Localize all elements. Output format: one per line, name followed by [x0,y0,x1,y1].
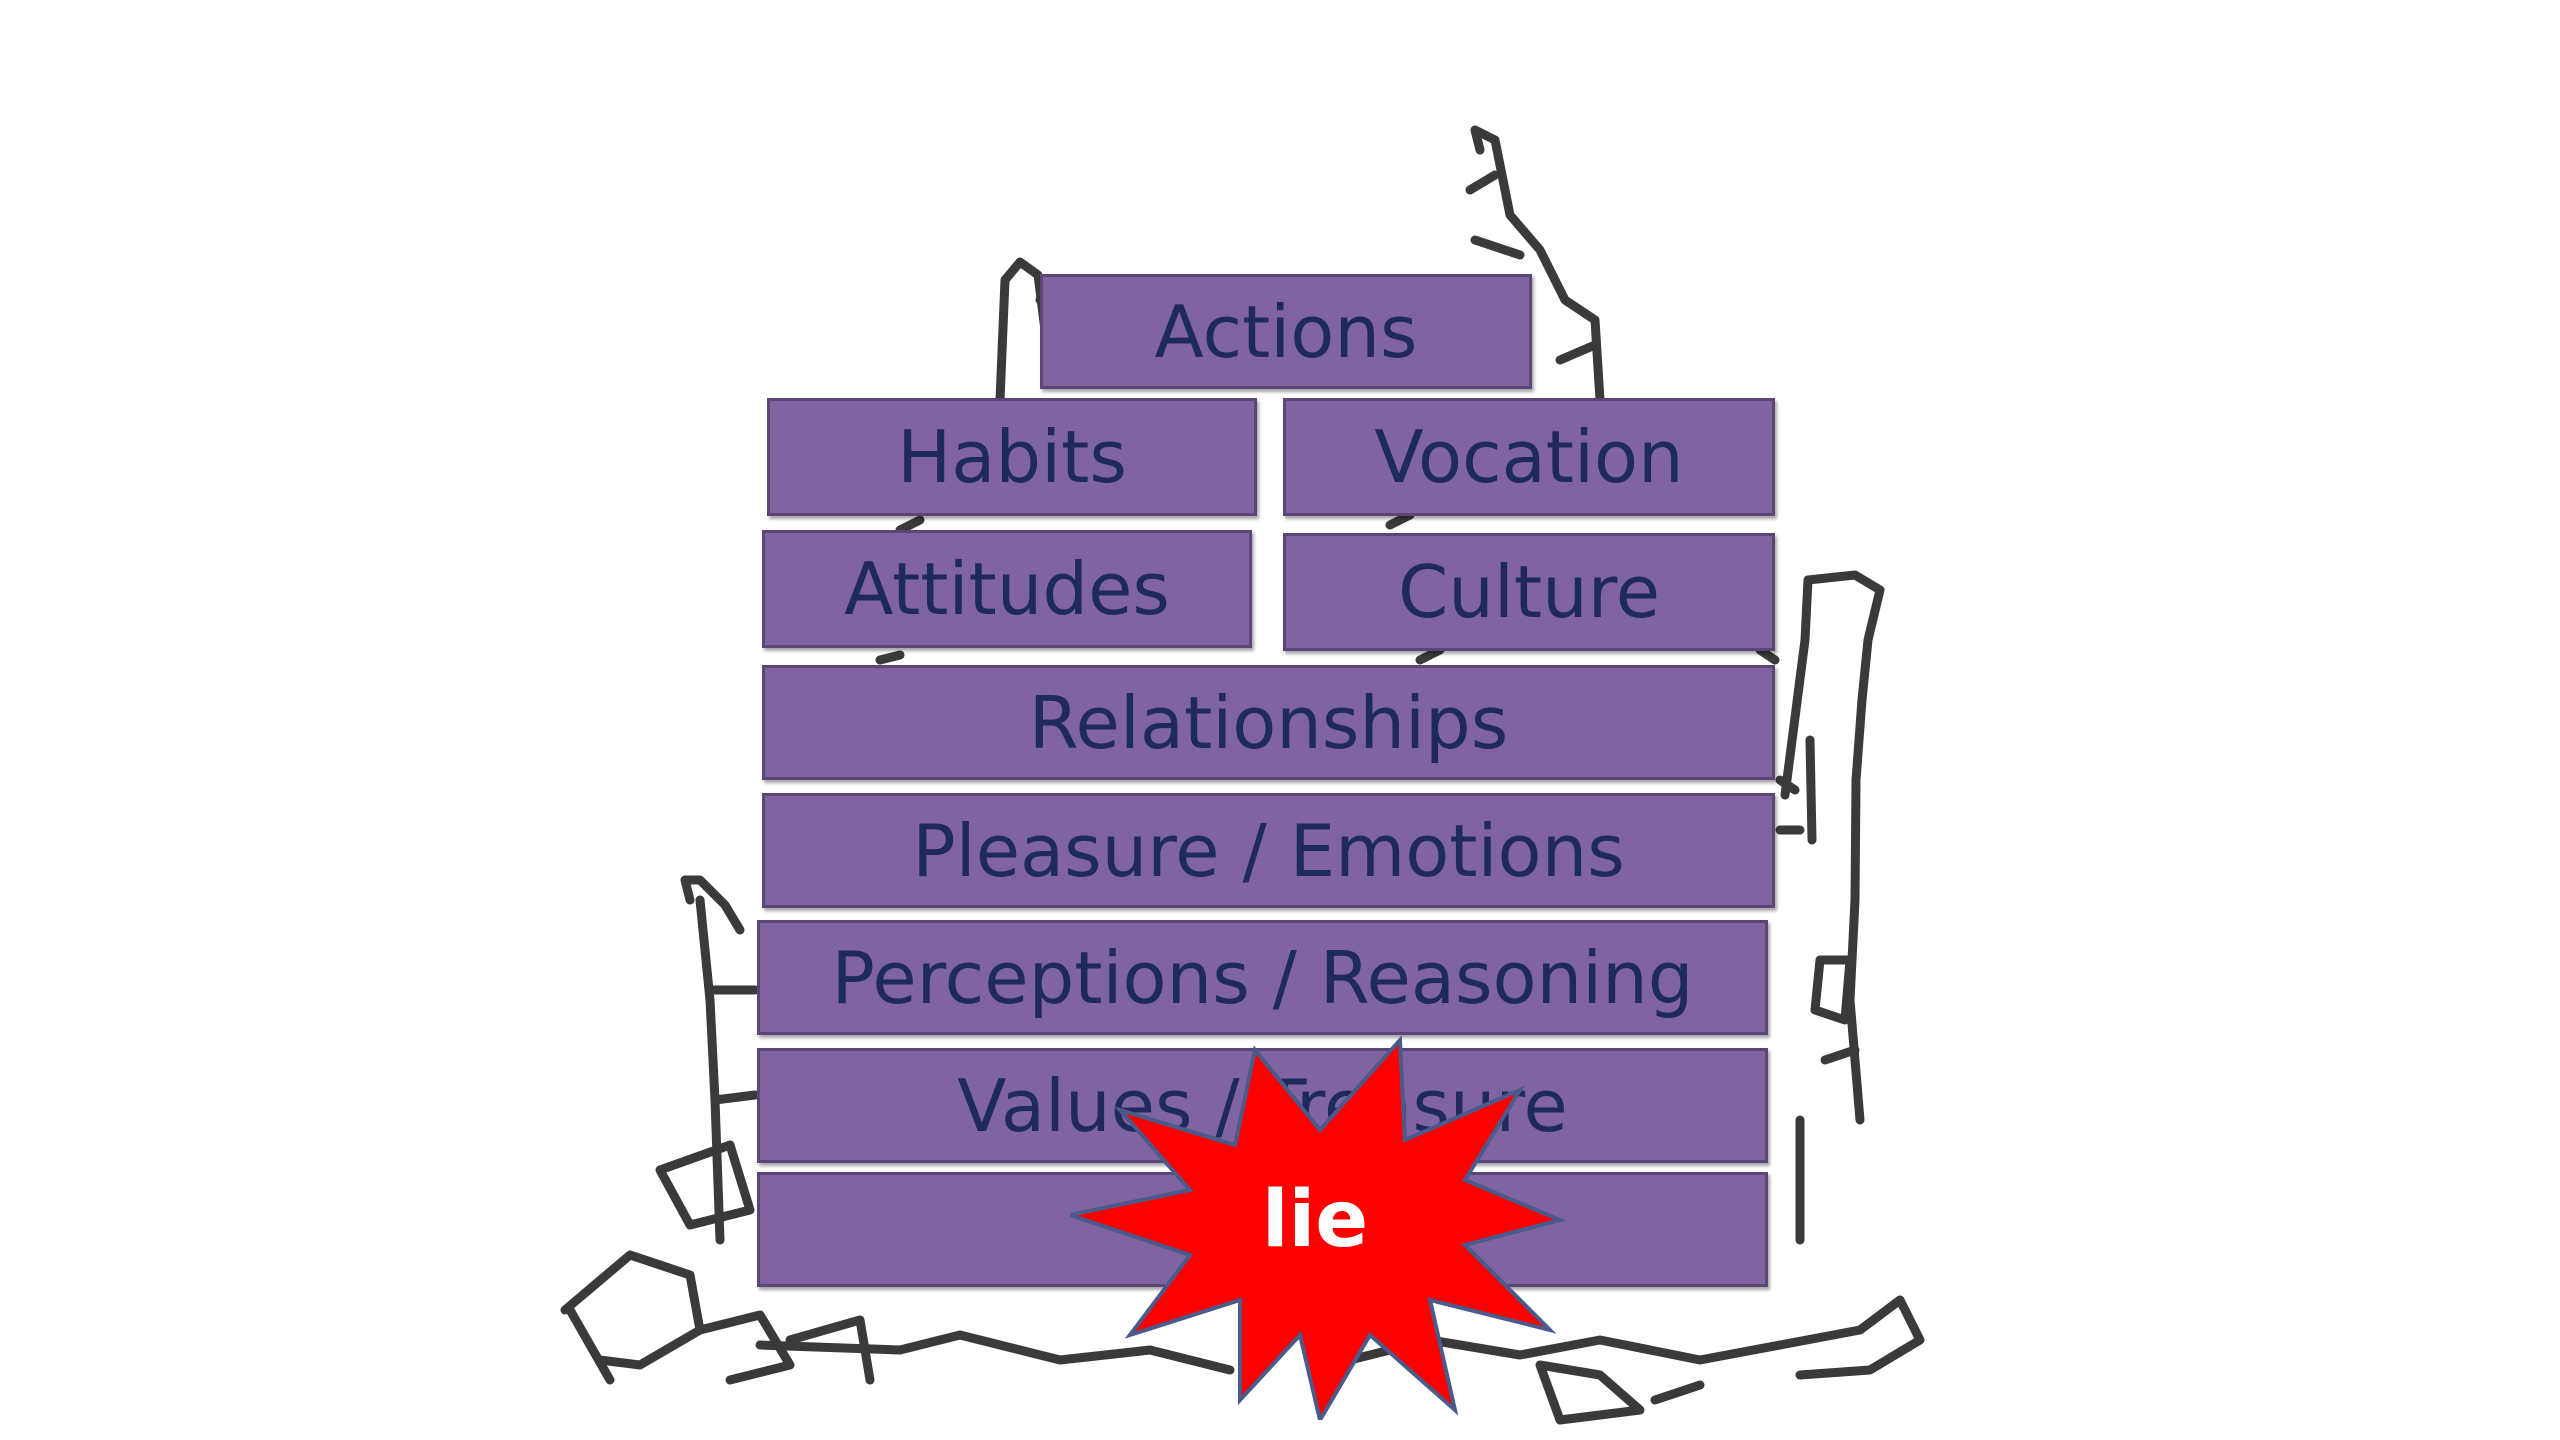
brick-habits: Habits [767,398,1257,516]
lie-label: lie [1261,1175,1369,1265]
brick-vocation: Vocation [1283,398,1775,516]
brick-actions: Actions [1040,274,1532,389]
lie-starburst-icon [1070,1035,1567,1420]
brick-perceptions-reasoning: Perceptions / Reasoning [757,920,1768,1035]
brick-pleasure-emotions: Pleasure / Emotions [762,793,1775,908]
brick-relationships: Relationships [762,665,1775,780]
brick-attitudes: Attitudes [762,530,1252,648]
brick-culture: Culture [1283,533,1775,651]
